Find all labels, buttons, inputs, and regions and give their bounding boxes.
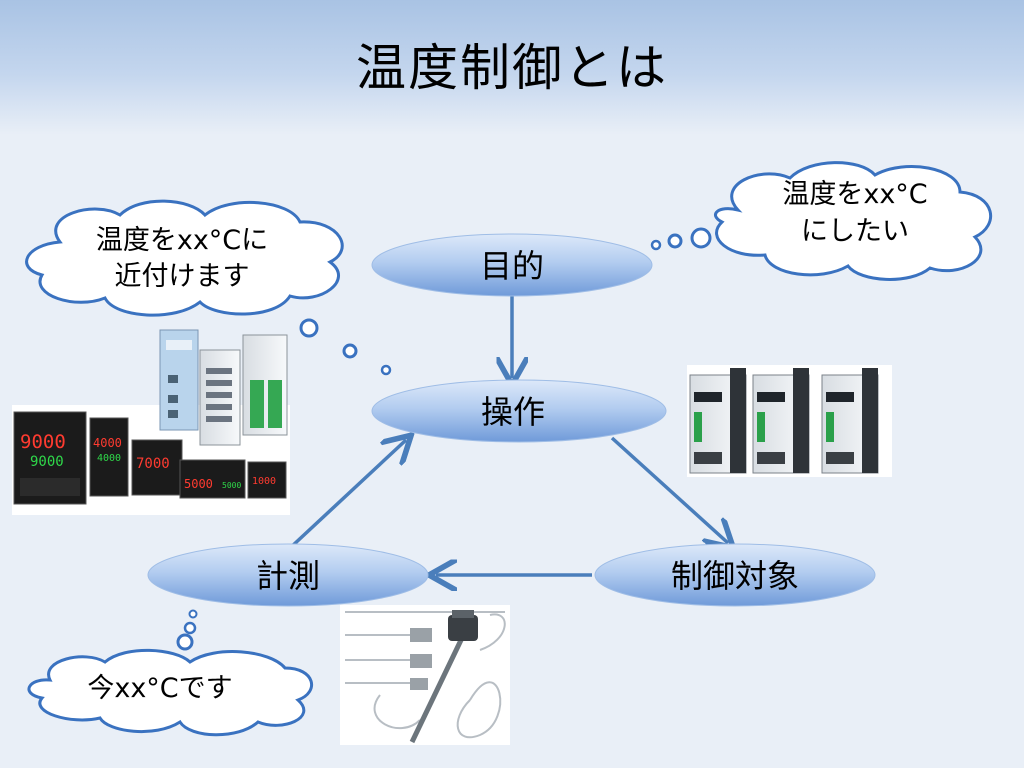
power-unit-2 xyxy=(752,368,810,474)
controller-small-pv: 7000 xyxy=(136,456,170,472)
node-controlled-object-label: 制御対象 xyxy=(671,557,799,595)
title-band xyxy=(0,0,1024,135)
node-measurement: 計測 xyxy=(147,543,429,607)
din-module-blue xyxy=(159,329,199,431)
power-unit-3 xyxy=(821,368,879,474)
cloud-sensor-text: 今xx°Cです xyxy=(87,673,232,704)
arrow-measurement-to-operation xyxy=(288,440,406,550)
controller-large: 9000 9000 xyxy=(13,411,87,505)
page-title: 温度制御とは xyxy=(356,39,668,97)
cloud-desire-bubbles xyxy=(650,227,712,251)
sensor-probe xyxy=(409,636,465,744)
controller-small: 7000 xyxy=(131,439,183,496)
sensor-head xyxy=(448,610,478,641)
arrows xyxy=(288,292,728,575)
node-purpose-label: 目的 xyxy=(480,247,544,285)
controller-mid-sv: 4000 xyxy=(97,453,121,464)
din-module-white xyxy=(199,349,241,446)
arrow-operation-to-object xyxy=(610,436,728,543)
cloud-desire-line-2: にしたい xyxy=(801,216,909,247)
cloud-controller-bubbles xyxy=(299,318,392,376)
sensors-photo xyxy=(340,605,510,745)
node-controlled-object: 制御対象 xyxy=(594,543,876,607)
controller-large-pv: 9000 xyxy=(20,431,66,453)
cloud-controller-line-2: 近付けます xyxy=(115,261,250,292)
node-operation: 操作 xyxy=(371,379,667,443)
cloud-controller: 温度をxx°Cに 近付けます xyxy=(25,199,344,317)
controller-wide-sv: 5000 xyxy=(222,481,241,490)
node-operation-label: 操作 xyxy=(481,393,545,431)
cloud-sensor-bubbles xyxy=(176,609,198,651)
controller-mid: 4000 4000 xyxy=(89,417,129,497)
controller-wide-pv: 5000 xyxy=(184,477,213,491)
controller-large-sv: 9000 xyxy=(30,454,64,470)
controller-tiny: 1000 xyxy=(247,461,287,499)
cloud-desire: 温度をxx°C にしたい xyxy=(714,161,993,281)
controller-wide: 5000 5000 xyxy=(179,459,246,499)
controller-mid-pv: 4000 xyxy=(93,436,122,450)
cloud-desire-line-1: 温度をxx°C xyxy=(782,179,927,210)
cloud-sensor: 今xx°Cです xyxy=(27,648,314,737)
power-units-photo xyxy=(687,365,892,477)
controllers-photo: 9000 9000 4000 4000 7000 5000 5000 1000 xyxy=(12,329,290,515)
node-purpose: 目的 xyxy=(371,233,653,297)
power-unit-1 xyxy=(689,368,747,474)
din-module-green xyxy=(242,334,288,436)
node-measurement-label: 計測 xyxy=(256,557,320,595)
controller-tiny-pv: 1000 xyxy=(252,476,276,487)
cloud-controller-line-1: 温度をxx°Cに xyxy=(96,225,268,256)
